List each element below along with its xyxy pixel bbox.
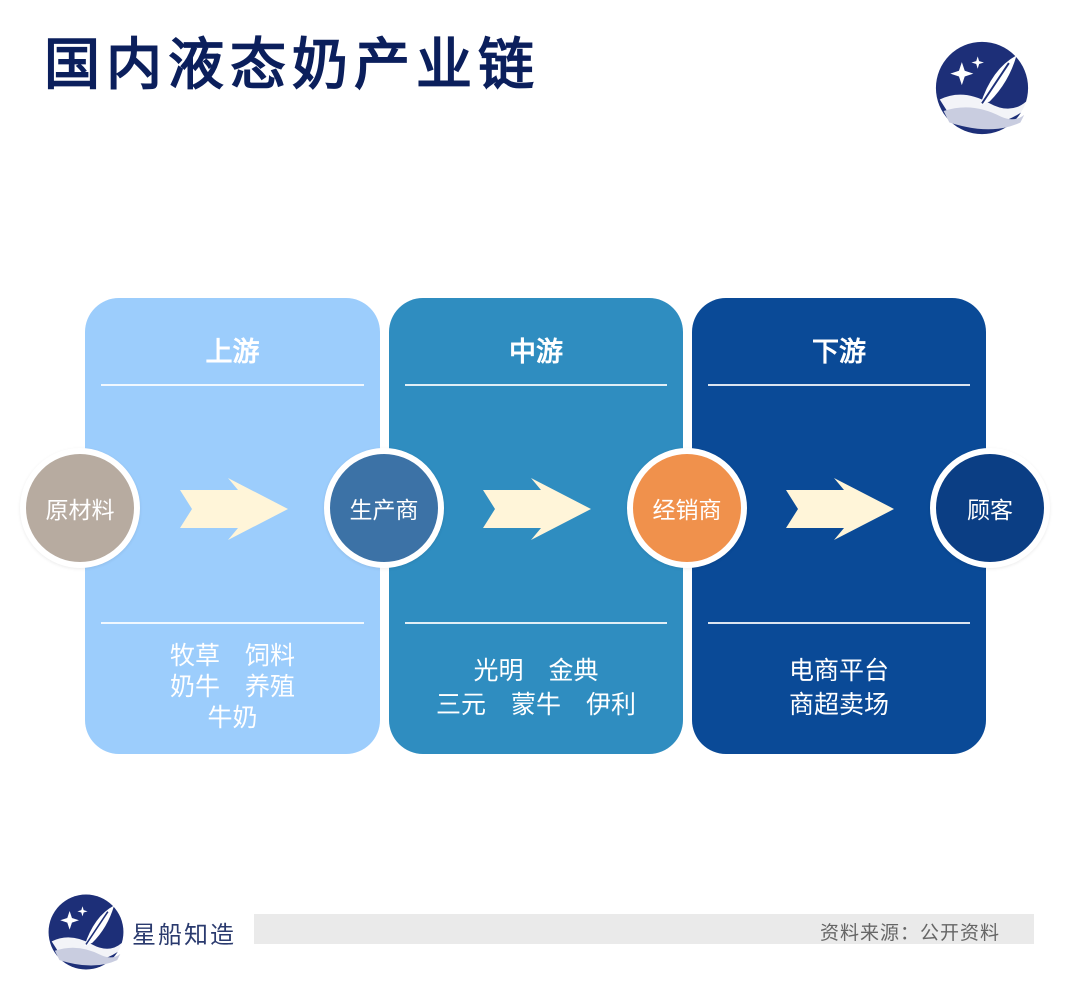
arrow-right-icon <box>483 478 591 540</box>
downstream-list: 电商平台 商超卖场 <box>692 654 986 722</box>
downstream-item: 商超卖场 <box>788 690 889 719</box>
footer-brand: 星船知造 <box>132 921 236 949</box>
downstream-item: 电商平台 <box>788 656 889 685</box>
upstream-item: 奶牛 养殖 <box>169 672 295 701</box>
upstream-top-divider <box>101 384 364 386</box>
upstream-item: 牛奶 <box>207 703 258 732</box>
midstream-item: 三元 蒙牛 伊利 <box>435 690 636 719</box>
midstream-top-divider <box>405 384 667 386</box>
downstream-top-divider <box>708 384 970 386</box>
node-distributor: 经销商 <box>627 448 747 568</box>
downstream-bottom-divider <box>708 622 970 624</box>
midstream-bottom-divider <box>405 622 667 624</box>
footer-bar: 资料来源：公开资料 <box>254 914 1034 944</box>
arrow-right-icon <box>180 478 288 540</box>
node-customer: 顾客 <box>930 448 1050 568</box>
upstream-item: 牧草 饲料 <box>169 641 295 670</box>
page-title: 国内液态奶产业链 <box>44 33 540 98</box>
downstream-title: 下游 <box>812 337 866 368</box>
node-raw-materials: 原材料 <box>20 448 140 568</box>
midstream-item: 光明 金典 <box>473 656 599 685</box>
midstream-title: 中游 <box>509 337 563 368</box>
feather-star-logo-icon <box>48 894 124 970</box>
upstream-title: 上游 <box>205 337 260 368</box>
upstream-bottom-divider <box>101 622 364 624</box>
feather-star-logo-icon <box>935 41 1029 135</box>
node-producer: 生产商 <box>324 448 444 568</box>
midstream-list: 光明 金典 三元 蒙牛 伊利 <box>389 654 683 722</box>
upstream-list: 牧草 饲料 奶牛 养殖 牛奶 <box>85 640 380 733</box>
footer-source: 资料来源：公开资料 <box>819 922 1000 944</box>
arrow-right-icon <box>786 478 894 540</box>
